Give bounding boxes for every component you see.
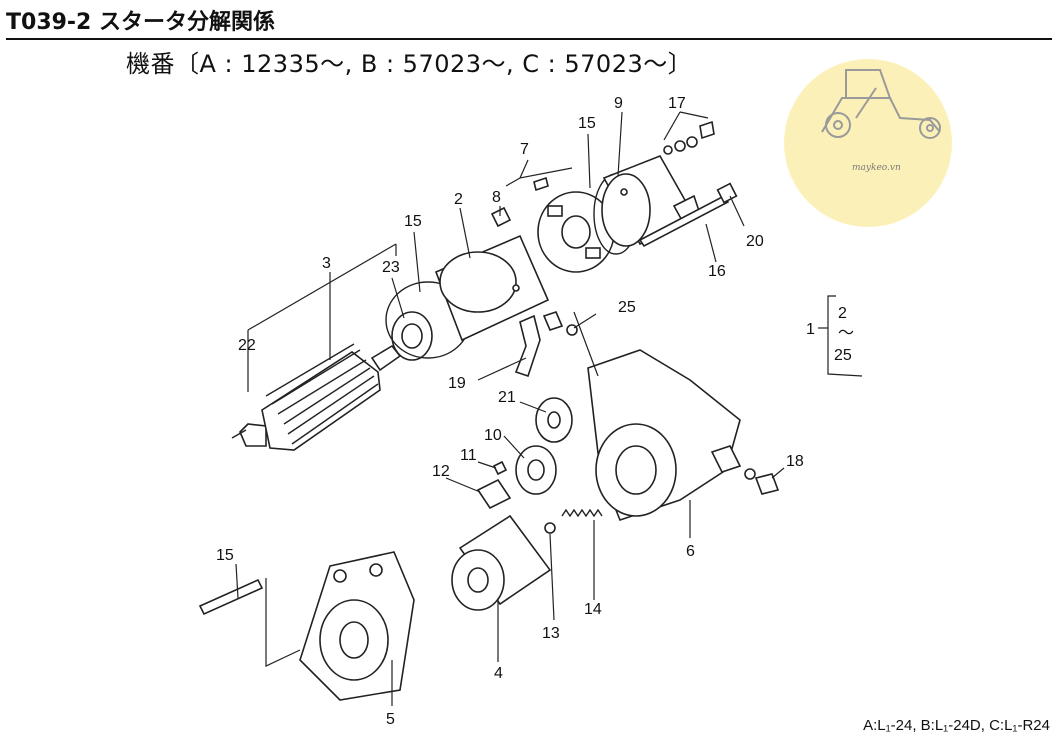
callout-20: 19 <box>448 375 466 392</box>
nut-washer <box>542 311 578 336</box>
tractor-icon <box>821 69 941 139</box>
leader-lines <box>235 111 785 706</box>
callout-23: 22 <box>238 337 256 354</box>
clutch <box>451 514 552 611</box>
rear-cover <box>601 155 701 247</box>
callout-11: 11 <box>460 447 477 464</box>
steel-ball <box>492 460 508 476</box>
callout-5: 5 <box>386 711 395 728</box>
housing <box>587 349 742 521</box>
spring <box>561 508 603 518</box>
brush-holder <box>490 176 615 273</box>
assembly-key-bracket <box>818 295 863 377</box>
callout-16: 15 <box>216 547 234 564</box>
front-bracket <box>299 551 415 701</box>
watermark-text: maykeo.vn <box>852 163 901 173</box>
bolt <box>198 578 264 616</box>
key-from-2: 2 <box>838 305 847 322</box>
retainer <box>476 478 512 510</box>
callout-18: 17 <box>668 95 686 112</box>
callout-17: 16 <box>708 263 726 280</box>
callout-3: 3 <box>322 255 331 272</box>
key-tilde: 〜 <box>838 325 854 342</box>
ball <box>544 522 556 534</box>
callout-14: 14 <box>584 601 602 618</box>
callout-7: 7 <box>520 141 529 158</box>
callout-22: 21 <box>498 389 516 406</box>
callout-9: 9 <box>614 95 623 112</box>
callout-6: 6 <box>686 543 695 560</box>
serial-range: 機番〔A : 12335～, B : 57023～, C : 57023～〕 <box>126 50 693 78</box>
bearing <box>391 311 433 361</box>
callout-labels: 3 22 23 15 2 7 8 15 9 17 20 16 25 19 21 … <box>216 95 854 728</box>
through-bolt <box>638 182 738 248</box>
callout-21: 20 <box>746 233 764 250</box>
callout-12: 12 <box>432 463 450 480</box>
title-rule <box>6 38 1052 40</box>
screws <box>663 120 715 155</box>
page-title: T039-2 スタータ分解関係 <box>6 10 276 35</box>
watermark-logo: maykeo.vn <box>784 59 952 227</box>
model-footer: A:L₁-24, B:L₁-24D, C:L₁-R24 <box>863 717 1050 734</box>
nut <box>744 468 780 495</box>
callout-2: 2 <box>454 191 463 208</box>
key-main-1: 1 <box>806 321 815 338</box>
callout-13: 13 <box>542 625 560 642</box>
yoke <box>434 234 550 342</box>
callout-19: 18 <box>786 453 804 470</box>
callout-8: 8 <box>492 189 501 206</box>
idle-gear <box>535 397 573 443</box>
armature <box>231 343 402 451</box>
callout-15-left: 15 <box>404 213 422 230</box>
key-to-25: 25 <box>834 347 852 364</box>
pinion-gear <box>515 445 557 495</box>
callout-24: 23 <box>382 259 400 276</box>
callout-10: 10 <box>484 427 502 444</box>
shift-lever <box>514 314 541 378</box>
callout-15-right: 15 <box>578 115 596 132</box>
callout-4: 4 <box>494 665 503 682</box>
callout-25: 25 <box>618 299 636 316</box>
